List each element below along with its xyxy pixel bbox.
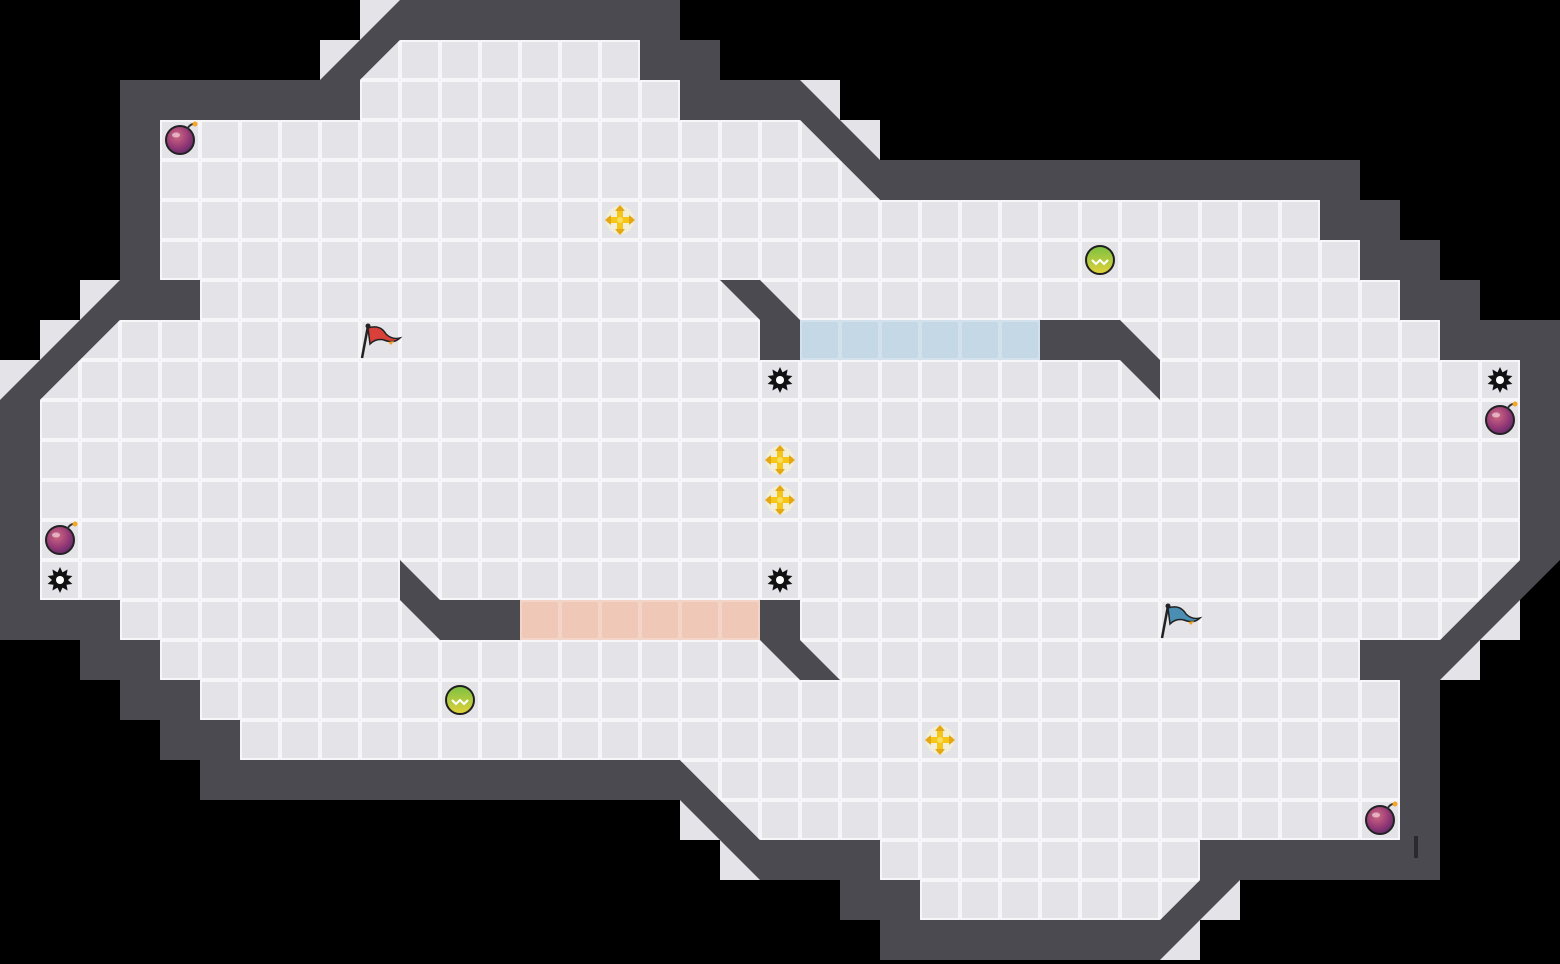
blue-flag-icon	[1160, 603, 1203, 639]
yellow-boost-icon	[765, 485, 795, 515]
inner-wall-top	[720, 280, 800, 360]
gates	[520, 320, 1040, 640]
powerup-icon	[445, 685, 475, 715]
corner-marker	[1414, 836, 1418, 858]
spike-icon	[1487, 367, 1513, 393]
inner-wall-bottom	[760, 600, 840, 680]
inner-wall-left-notch	[160, 280, 200, 320]
yellow-boost-icon	[765, 445, 795, 475]
inner-wall-right-notch	[1360, 640, 1440, 680]
spike-icon	[767, 367, 793, 393]
spike-icon	[47, 567, 73, 593]
spike-icon	[767, 567, 793, 593]
yellow-boost-icon	[605, 205, 635, 235]
bomb-icon	[165, 121, 198, 155]
blue-gate	[800, 320, 1040, 360]
bomb-icon	[45, 521, 78, 555]
inner-walls	[160, 280, 1440, 858]
red-gate	[520, 600, 760, 640]
bomb-icon	[1365, 801, 1398, 835]
entities	[45, 121, 1518, 835]
inner-wall-right-top	[1040, 320, 1160, 400]
inner-wall-left-bottom	[400, 560, 520, 640]
bomb-icon	[1485, 401, 1518, 435]
yellow-boost-icon	[925, 725, 955, 755]
powerup-icon	[1085, 245, 1115, 275]
red-flag-icon	[360, 323, 403, 359]
